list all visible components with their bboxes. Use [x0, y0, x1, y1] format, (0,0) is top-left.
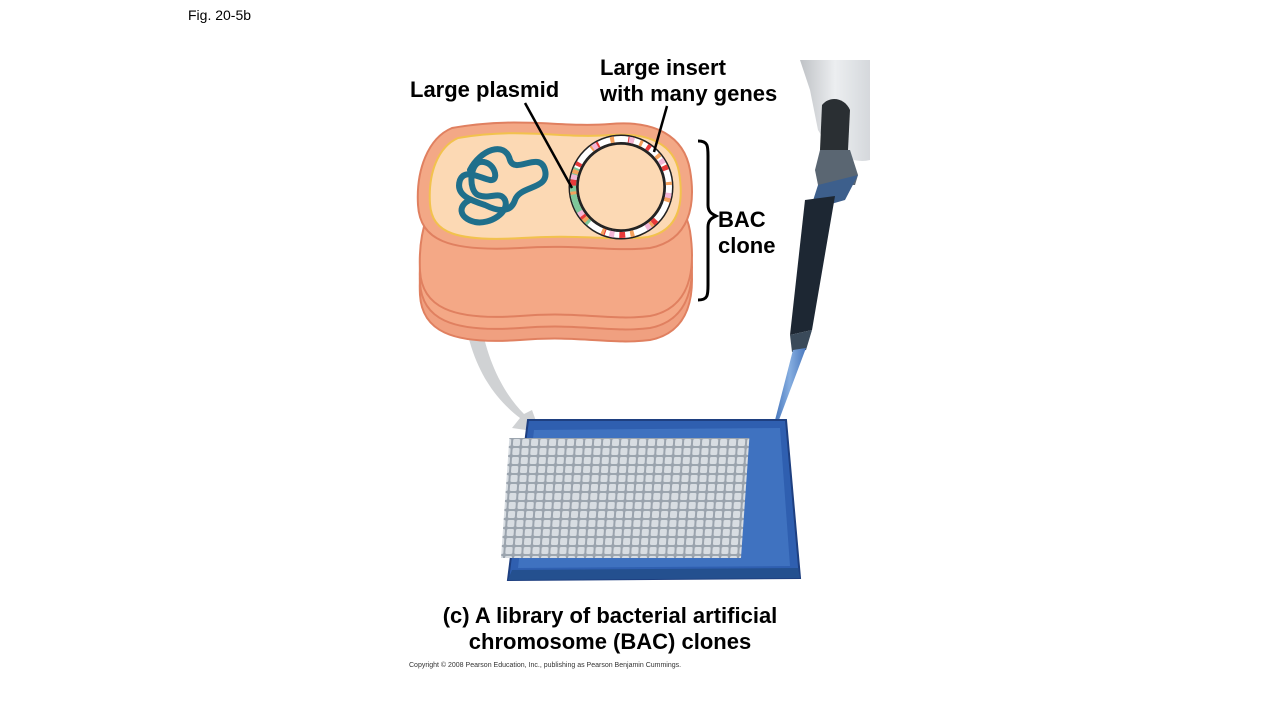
pipette	[773, 60, 870, 428]
plasmid-leader-line	[523, 102, 574, 189]
bac-label-line1: BAC	[718, 207, 766, 232]
large-insert-label-line2: with many genes	[600, 81, 778, 106]
copyright-notice: Copyright © 2008 Pearson Education, Inc.…	[409, 662, 682, 669]
caption-line1: (c) A library of bacterial artificial	[442, 603, 778, 628]
caption-line2: chromosome (BAC) clones	[468, 629, 752, 654]
large-insert-label-line1: Large insert	[600, 55, 726, 80]
figure-label: Fig. 20-5b	[188, 7, 252, 23]
large-plasmid	[568, 134, 674, 240]
insert-leader-line	[652, 105, 669, 153]
figure-caption: (c) A library of bacterial artificial ch…	[400, 603, 820, 655]
bac-label-line2: clone	[718, 233, 776, 258]
bacterial-chromosome	[456, 146, 549, 226]
bac-clone-bracket	[697, 139, 720, 302]
microplate	[500, 419, 802, 582]
large-plasmid-label: Large plasmid	[410, 77, 560, 102]
